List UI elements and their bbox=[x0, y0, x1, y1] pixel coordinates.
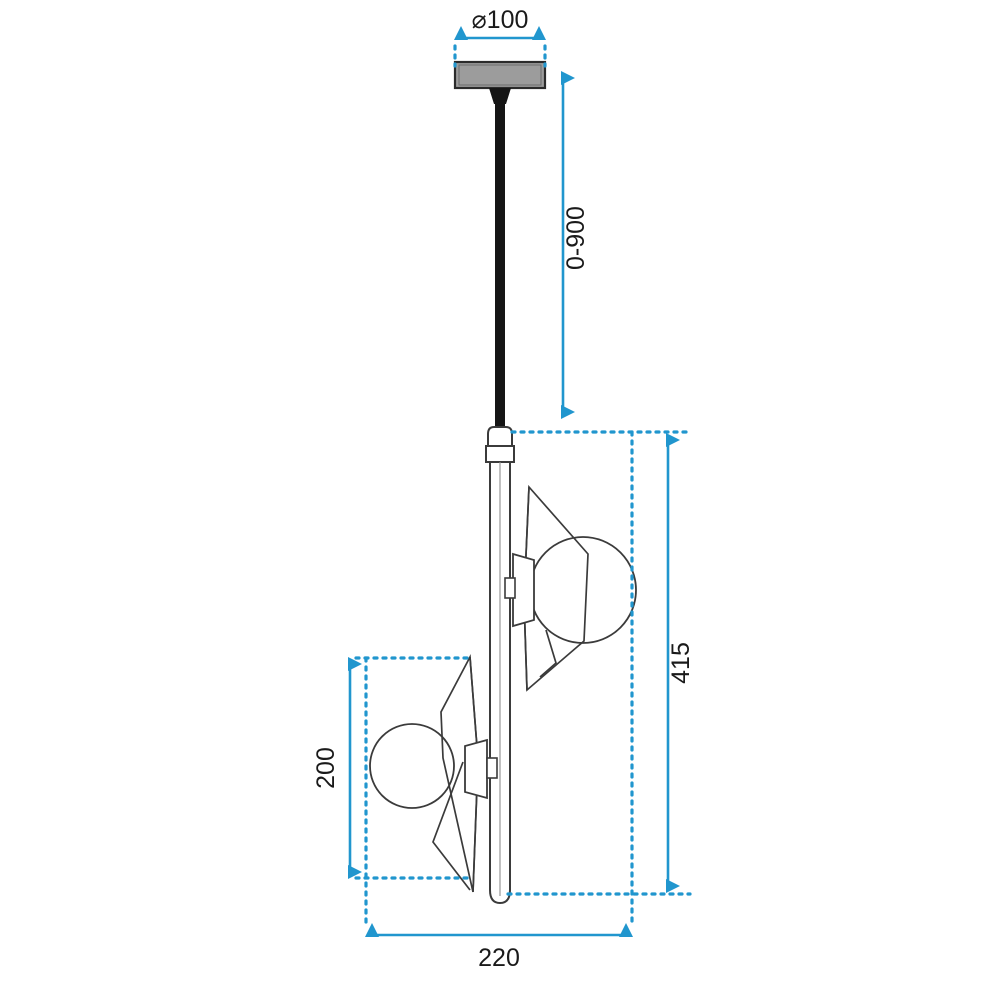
dimension-lower-head-height: 200 bbox=[312, 656, 472, 880]
dimension-label-overall-width: 220 bbox=[478, 944, 520, 972]
ceiling-canopy bbox=[453, 60, 547, 104]
dimension-label-diameter: ⌀100 bbox=[472, 6, 529, 34]
dimension-diameter-top: ⌀100 bbox=[453, 6, 547, 68]
dimension-drop-height: 0-900 bbox=[510, 71, 692, 434]
rod-top-connector bbox=[485, 426, 515, 463]
lamp-product-geometry bbox=[369, 60, 637, 905]
suspension-cable bbox=[495, 100, 505, 430]
dimension-annotations: ⌀100 0-900 415 200 220 bbox=[312, 6, 695, 972]
dimension-body-height: 415 bbox=[506, 433, 695, 896]
dimension-label-lower-head-height: 200 bbox=[312, 747, 340, 789]
dimension-overall-width: 220 bbox=[364, 430, 634, 972]
vertical-rod bbox=[489, 461, 511, 905]
dimension-label-drop-height: 0-900 bbox=[562, 206, 590, 270]
upper-lamp-head bbox=[504, 484, 637, 692]
dimension-label-body-height: 415 bbox=[667, 642, 695, 684]
lower-lamp-head bbox=[369, 654, 498, 893]
